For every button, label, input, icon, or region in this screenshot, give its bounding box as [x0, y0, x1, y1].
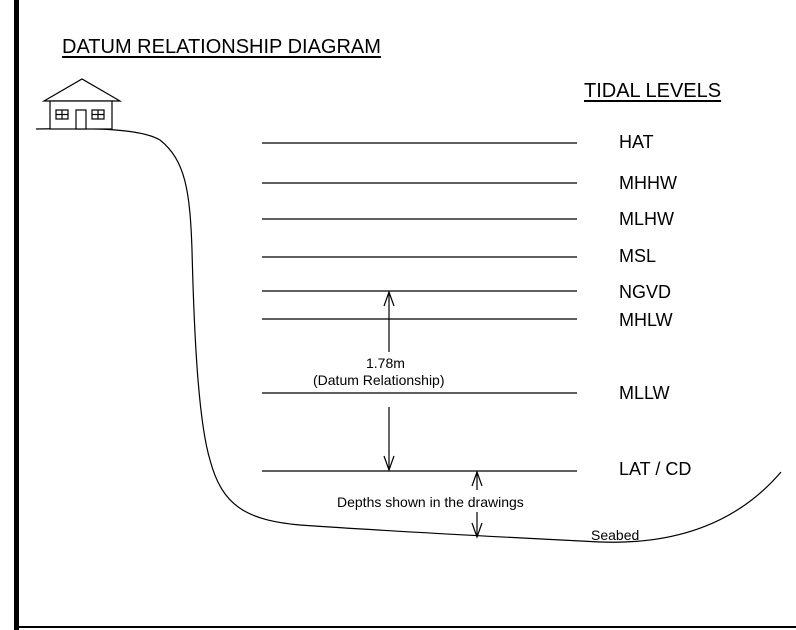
seabed-label: Seabed — [591, 527, 640, 543]
diagram-title: DATUM RELATIONSHIP DIAGRAM — [62, 36, 381, 58]
datum-value-label: 1.78m — [366, 355, 405, 371]
level-label-mllw: MLLW — [619, 383, 670, 403]
level-label-hat: HAT — [619, 132, 654, 152]
depth-arrow — [471, 470, 483, 539]
datum-arrow — [383, 290, 395, 472]
seabed-profile — [35, 128, 782, 543]
datum-caption-label: (Datum Relationship) — [313, 372, 445, 388]
level-label-msl: MSL — [619, 246, 657, 266]
frame-left-border — [14, 0, 19, 630]
depth-caption-label: Depths shown in the drawings — [337, 494, 524, 510]
house-icon — [41, 78, 123, 130]
level-label-mhhw: MHHW — [619, 173, 677, 193]
frame-bottom-border — [14, 626, 796, 628]
level-label-mlhw: MLHW — [619, 209, 674, 229]
level-label-ngvd: NGVD — [619, 282, 672, 302]
tidal-levels-heading: TIDAL LEVELS — [584, 80, 722, 102]
level-label-lat-cd: LAT / CD — [619, 459, 692, 479]
level-label-mhlw: MHLW — [619, 310, 673, 330]
